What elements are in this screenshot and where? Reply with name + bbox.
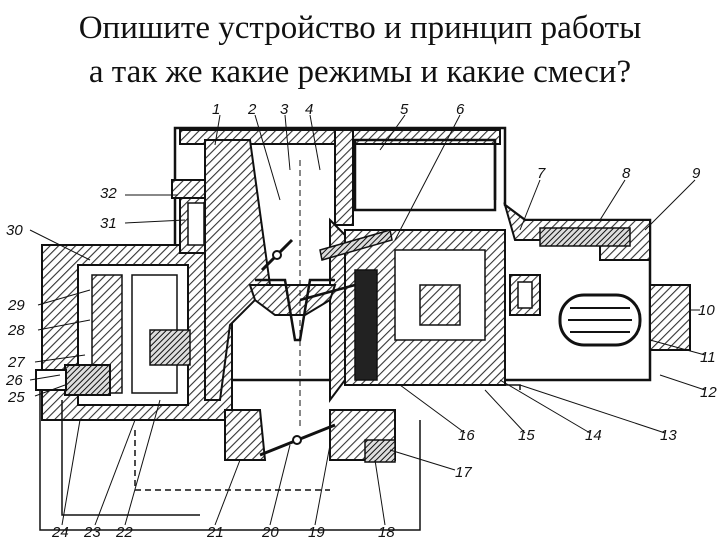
callout-2: 2 (247, 101, 257, 118)
leader-lines (29, 114, 706, 526)
callout-9: 9 (692, 165, 701, 182)
carburetor-diagram: 1 2 3 4 5 6 7 8 9 10 11 12 13 14 15 16 1… (5, 101, 717, 540)
callout-5: 5 (400, 101, 409, 118)
callout-27: 27 (7, 354, 25, 371)
callout-22: 22 (115, 524, 133, 540)
callout-20: 20 (261, 524, 279, 540)
main-jet-block (344, 229, 506, 386)
callout-7: 7 (537, 165, 546, 182)
float (558, 293, 642, 347)
callout-18: 18 (378, 524, 395, 540)
callout-12: 12 (700, 384, 717, 401)
cover-block (353, 138, 497, 212)
callout-14: 14 (585, 427, 602, 444)
callout-10: 10 (698, 302, 715, 319)
slide-title: Опишите устройство и принцип работы а та… (0, 6, 720, 94)
callout-25: 25 (7, 389, 25, 406)
air-damper (260, 238, 294, 272)
callout-4: 4 (305, 101, 313, 118)
callout-29: 29 (7, 297, 25, 314)
callout-32: 32 (100, 185, 117, 202)
idle-jet-assembly (35, 364, 111, 396)
callout-15: 15 (518, 427, 535, 444)
callout-8: 8 (622, 165, 631, 182)
callout-labels: 1 2 3 4 5 6 7 8 9 10 11 12 13 14 15 16 1… (5, 101, 717, 540)
callout-13: 13 (660, 427, 677, 444)
diffuser (255, 160, 335, 430)
callout-16: 16 (458, 427, 475, 444)
throttle-body (224, 409, 396, 463)
float-chamber-right (503, 202, 691, 351)
callout-1: 1 (212, 101, 220, 118)
air-channel-wall (334, 129, 354, 226)
title-line-1: Опишите устройство и принцип работы (78, 10, 642, 46)
callout-28: 28 (7, 322, 25, 339)
callout-6: 6 (456, 101, 465, 118)
callout-17: 17 (455, 464, 472, 481)
callout-30: 30 (6, 222, 23, 239)
callout-23: 23 (83, 524, 101, 540)
callout-19: 19 (308, 524, 325, 540)
emulsion-tubes (299, 229, 393, 302)
callout-21: 21 (206, 524, 224, 540)
needle-valve (509, 274, 541, 316)
callout-26: 26 (5, 372, 23, 389)
callout-31: 31 (100, 215, 117, 232)
callout-11: 11 (700, 349, 716, 366)
callout-24: 24 (51, 524, 69, 540)
callout-3: 3 (280, 101, 289, 118)
title-line-2: а так же какие режимы и какие смеси? (88, 54, 632, 90)
